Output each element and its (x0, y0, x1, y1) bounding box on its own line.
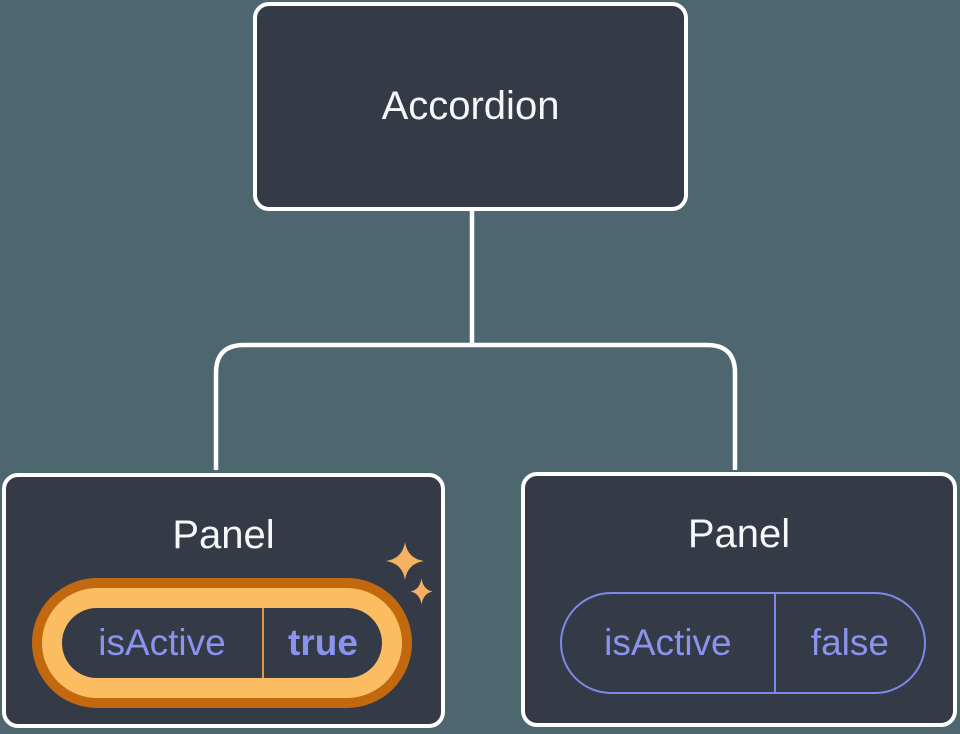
accordion-node-label: Accordion (381, 84, 560, 128)
prop-value: true (288, 622, 358, 663)
panel-node-inactive: Panel isActive false (521, 472, 957, 727)
prop-name: isActive (604, 622, 732, 663)
prop-pill-core: isActive true (62, 608, 382, 678)
prop-pill-active: isActive true (32, 578, 412, 708)
prop-name: isActive (98, 622, 226, 663)
pill-divider (773, 594, 776, 692)
connector-bracket (213, 342, 738, 470)
pill-divider (262, 608, 264, 678)
panel-node-label: Panel (687, 512, 791, 556)
accordion-node: Accordion (253, 2, 688, 211)
panel-node-label: Panel (172, 513, 275, 557)
prop-value: false (810, 622, 889, 663)
panel-node-active: Panel isActive true (2, 473, 445, 728)
prop-pill-inactive: isActive false (560, 592, 926, 694)
